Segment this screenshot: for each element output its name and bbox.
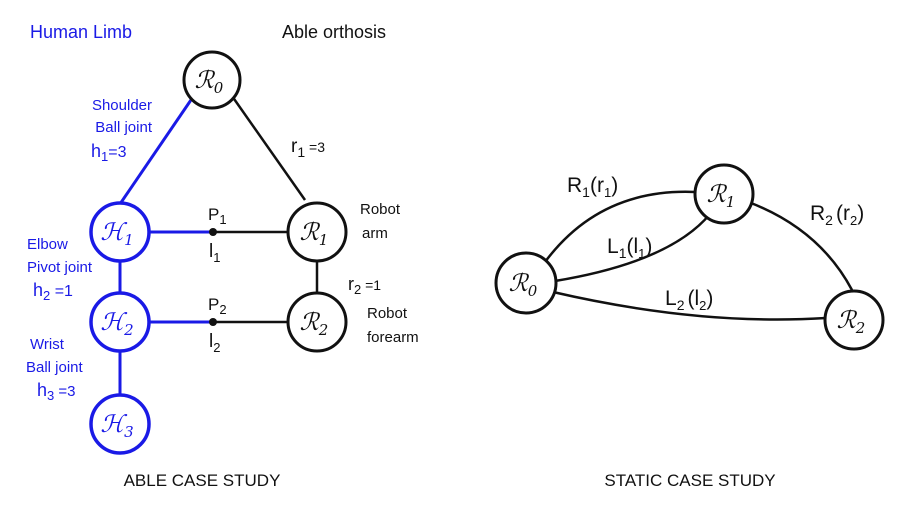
able-case-study-caption: ABLE CASE STUDY	[124, 471, 281, 490]
static-edge-r1-r2	[750, 201, 854, 291]
static-node-r1-symbol: ℛ	[707, 180, 728, 208]
p1-label: P1	[208, 205, 227, 227]
shoulder-label: Shoulder	[92, 97, 152, 114]
point-p1	[209, 228, 217, 236]
node-h1-sub: 1	[124, 231, 134, 249]
r1-label: r1 =3	[291, 136, 325, 160]
node-h1: ℋ1	[89, 201, 151, 263]
node-r0-symbol: ℛ	[195, 66, 216, 94]
static-node-r2-sub: 2	[855, 319, 866, 337]
robot-forearm-label: Robot	[367, 305, 408, 322]
static-edge-r0-r1-lower	[554, 213, 711, 283]
node-h2-sub: 2	[123, 321, 134, 339]
svg-text:ℋ3: ℋ3	[100, 410, 133, 441]
node-r1: ℛ1	[286, 201, 348, 263]
robot-arm-label-2: arm	[362, 225, 388, 242]
node-r1-sub: 1	[319, 231, 329, 249]
edge-label-l1: L1(l1)	[607, 235, 652, 261]
robot-forearm-label-2: forearm	[367, 329, 419, 346]
svg-text:ℛ2: ℛ2	[837, 306, 866, 337]
static-node-r1-sub: 1	[726, 193, 736, 211]
point-p2	[209, 318, 217, 326]
svg-text:ℛ1: ℛ1	[300, 218, 329, 249]
node-h3-symbol: ℋ	[100, 410, 127, 438]
p2-label: P2	[208, 295, 227, 317]
static-node-r0-symbol: ℛ	[509, 269, 530, 297]
shoulder-dof: h1=3	[91, 141, 127, 164]
svg-text:ℋ1: ℋ1	[100, 218, 133, 249]
wrist-label: Wrist	[30, 336, 65, 353]
static-node-r2: ℛ2	[823, 289, 885, 351]
node-r0: ℛ0	[182, 50, 242, 110]
edge-r0-h1	[118, 96, 195, 205]
static-node-r1: ℛ1	[693, 163, 755, 225]
node-h3: ℋ3	[89, 393, 151, 455]
node-r1-symbol: ℛ	[300, 218, 321, 246]
svg-text:ℛ2: ℛ2	[300, 308, 329, 339]
edge-label-r2: R2(r2)	[810, 202, 864, 228]
node-r2: ℛ2	[286, 291, 348, 353]
edge-r0-r1	[230, 95, 307, 201]
edge-label-l2: L2(l2)	[665, 287, 713, 313]
static-edge-r0-r2	[552, 290, 827, 321]
static-node-r0-sub: 0	[528, 282, 538, 300]
shoulder-joint-label: Ball joint	[95, 119, 153, 136]
node-r2-sub: 2	[318, 321, 329, 339]
r2-label: r2 =1	[348, 274, 381, 297]
static-case-study: ℛ0 ℛ1 ℛ2 R1(r1) L1(l1) R2(r2) L2(l2) STA…	[494, 163, 885, 490]
edge-label-r1: R1(r1)	[567, 174, 618, 200]
node-r0-sub: 0	[214, 79, 224, 97]
node-h1-symbol: ℋ	[100, 218, 127, 246]
node-h2: ℋ2	[89, 291, 151, 353]
static-case-study-caption: STATIC CASE STUDY	[604, 471, 775, 490]
wrist-dof: h3 =3	[37, 380, 76, 403]
wrist-joint-label: Ball joint	[26, 359, 84, 376]
l1-label: l1	[209, 241, 220, 265]
robot-arm-label: Robot	[360, 201, 401, 218]
human-limb-title: Human Limb	[30, 22, 132, 42]
elbow-label: Elbow	[27, 236, 68, 253]
l2-label: l2	[209, 331, 220, 355]
elbow-joint-label: Pivot joint	[27, 259, 93, 276]
able-case-study: ℛ0 ℛ1 ℛ2 ℋ1 ℋ2 ℋ3 Human Limb Able orthos…	[26, 22, 419, 490]
node-h2-symbol: ℋ	[100, 308, 127, 336]
static-node-r2-symbol: ℛ	[837, 306, 858, 334]
node-h3-sub: 3	[124, 423, 134, 441]
able-orthosis-title: Able orthosis	[282, 22, 386, 42]
svg-text:ℋ2: ℋ2	[100, 308, 133, 339]
elbow-dof: h2 =1	[33, 280, 73, 303]
static-node-r0: ℛ0	[494, 251, 558, 315]
static-edge-r0-r1-upper	[543, 190, 696, 263]
node-r2-symbol: ℛ	[300, 308, 321, 336]
svg-text:ℛ1: ℛ1	[707, 180, 736, 211]
svg-text:ℛ0: ℛ0	[195, 66, 224, 97]
svg-text:ℛ0: ℛ0	[509, 269, 538, 300]
